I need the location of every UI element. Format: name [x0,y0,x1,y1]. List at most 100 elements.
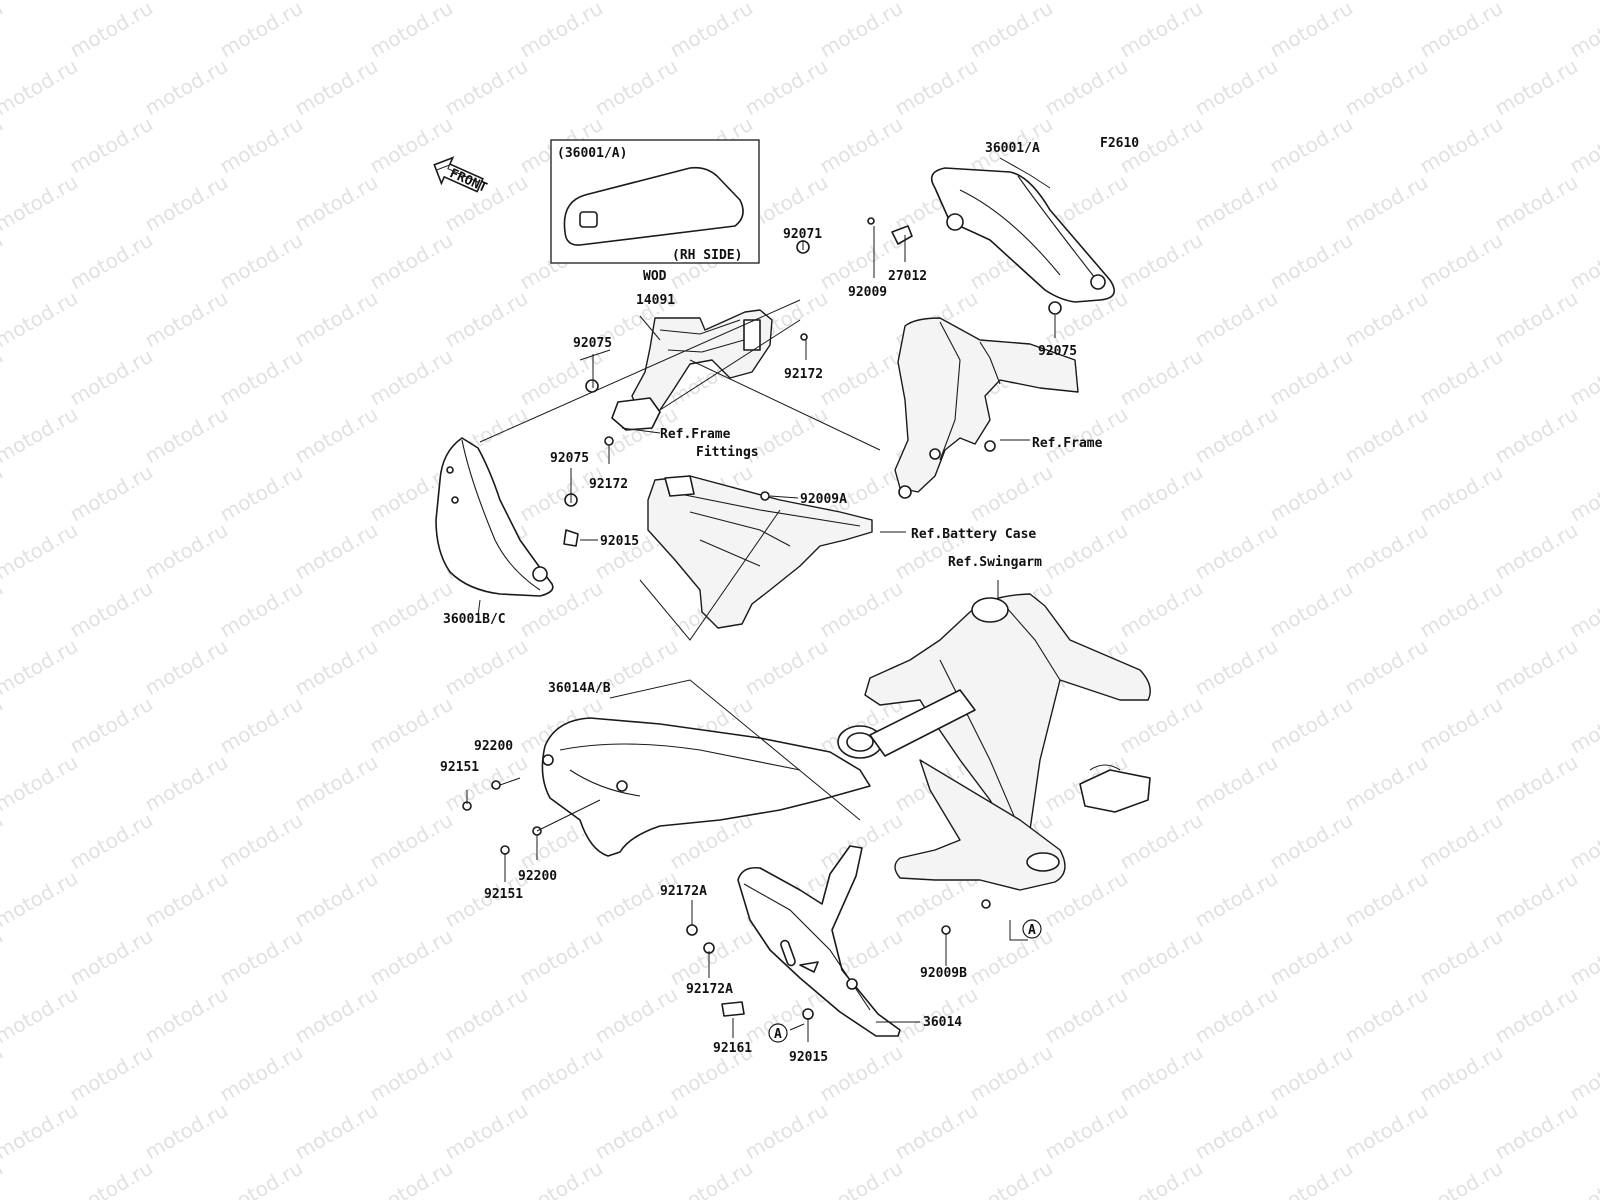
watermark-text: motod.ru [0,1040,7,1107]
leader-lines [466,157,1056,1042]
watermark-text: motod.ru [366,344,457,411]
watermark-text: motod.ru [1341,634,1432,701]
watermark-text: motod.ru [0,228,7,295]
bracket-27012 [891,225,913,245]
watermark-text: motod.ru [1266,112,1357,179]
watermark-text: motod.ru [1566,692,1600,759]
chain-guard-lower [737,845,901,1037]
watermark-text: motod.ru [1266,344,1357,411]
watermark-text: motod.ru [891,1098,982,1165]
watermark-text: motod.ru [1491,750,1582,817]
watermark-text: motod.ru [1116,0,1207,62]
watermark-text: motod.ru [291,750,382,817]
watermark-text: motod.ru [1116,344,1207,411]
watermark-text: motod.ru [216,112,307,179]
watermark-text: motod.ru [291,170,382,237]
watermark-text: motod.ru [0,402,82,469]
label-92009a: 92009A [800,492,847,507]
watermark-text: motod.ru [1491,634,1582,701]
inset-caption: (RH SIDE) [672,248,742,263]
watermark-text: motod.ru [1266,808,1357,875]
watermark-text: motod.ru [966,924,1057,991]
bolt-92009 [867,217,875,225]
watermark-text: motod.ru [0,1098,82,1165]
watermark-text: motod.ru [1566,344,1600,411]
watermark-text: motod.ru [66,344,157,411]
watermark-text: motod.ru [141,286,232,353]
watermark-text: motod.ru [966,1040,1057,1107]
grommet-92075-right [1048,301,1062,315]
watermark-text: motod.ru [1341,750,1432,817]
watermark-text: motod.ru [1566,1040,1600,1107]
watermark-text: motod.ru [216,576,307,643]
watermark-text: motod.ru [66,1040,157,1107]
watermark-text: motod.ru [141,402,232,469]
front-arrow-icon: FRONT [433,156,489,196]
side-cover-right [930,167,1116,303]
watermark-text: motod.ru [816,808,907,875]
watermark-text: motod.ru [516,460,607,527]
frame-section [894,317,1079,499]
watermark-text: motod.ru [591,0,682,4]
watermark-text: motod.ru [966,1156,1057,1200]
label-92172a-b: 92172A [686,982,733,997]
watermark-text: motod.ru [1041,54,1132,121]
watermark-text: motod.ru [891,0,982,4]
watermark-text: motod.ru [741,0,832,4]
washer-A [981,899,991,909]
watermark-text: motod.ru [1266,576,1357,643]
watermark-text: motod.ru [291,982,382,1049]
watermark-text: motod.ru [216,924,307,991]
label-92161: 92161 [713,1041,752,1056]
ref-labels: Ref.Frame Fittings Ref.Frame Ref.Battery… [660,427,1103,570]
watermark-text: motod.ru [891,54,982,121]
watermark-text: motod.ru [591,54,682,121]
watermark-text: motod.ru [0,692,7,759]
bolt-92172-mid [604,436,614,446]
watermark-text: motod.ru [141,634,232,701]
watermark-text: motod.ru [816,1156,907,1200]
watermark-text: motod.ru [216,344,307,411]
collar-92015-bot [802,1008,814,1020]
watermark-text: motod.ru [741,54,832,121]
chain-guard-upper [541,717,871,857]
watermark-text: motod.ru [1116,1156,1207,1200]
watermark-text: motod.ru [66,1156,157,1200]
watermark-text: motod.ru [591,866,682,933]
label-92172-top: 92172 [784,367,823,382]
watermark-text: motod.ru [441,634,532,701]
ref-frame-fittings-line2: Fittings [696,445,759,460]
watermark-text: motod.ru [516,1040,607,1107]
watermark-text: motod.ru [1566,0,1600,62]
label-14091: 14091 [636,293,675,308]
washer-92200-a [491,780,501,790]
watermark-text: motod.ru [1416,924,1507,991]
watermark-text: motod.ru [291,1098,382,1165]
figure-code: F2610 [1100,136,1139,151]
watermark-text: motod.ru [66,924,157,991]
watermark-text: motod.ru [291,866,382,933]
watermark-text: motod.ru [1341,1098,1432,1165]
watermark-text: motod.ru [1416,344,1507,411]
watermark-text: motod.ru [591,982,682,1049]
watermark-text: motod.ru [1491,982,1582,1049]
watermark-text: motod.ru [1266,1156,1357,1200]
label-27012: 27012 [888,269,927,284]
watermark-text: motod.ru [1491,286,1582,353]
bolt-92151-b [500,845,510,855]
watermark-text: motod.ru [66,808,157,875]
watermark-text: motod.ru [0,54,82,121]
watermark-text: motod.ru [1491,866,1582,933]
label-92071: 92071 [783,227,822,242]
swingarm [837,593,1151,891]
watermark-text: motod.ru [0,924,7,991]
bolt-92009B [941,925,951,935]
svg-text:A: A [774,1027,782,1042]
ref-frame-fittings-line1: Ref.Frame [660,427,731,442]
watermark-text: motod.ru [966,460,1057,527]
watermark-text: motod.ru [141,866,232,933]
watermark-text: motod.ru [1491,1098,1582,1165]
watermark-text: motod.ru [291,54,382,121]
watermark-text: motod.ru [441,54,532,121]
watermark-text: motod.ru [141,750,232,817]
